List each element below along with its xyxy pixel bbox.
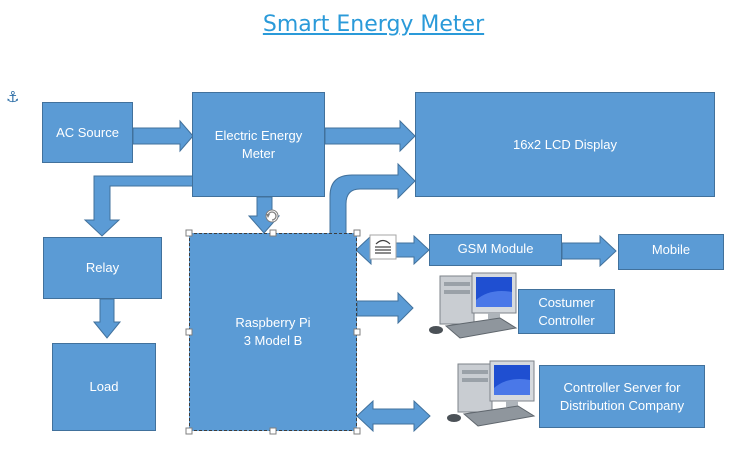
- anchor-icon[interactable]: ⚓: [6, 88, 20, 106]
- selection-handle: [185, 229, 193, 237]
- block-mobile[interactable]: Mobile: [618, 234, 724, 270]
- arrow-relay-to-load: [92, 298, 122, 339]
- arrow-gsm-to-mobile: [561, 234, 617, 268]
- arrow-pi-server: [356, 399, 431, 433]
- arrow-meter-to-relay: [83, 175, 194, 237]
- diagram-title: Smart Energy Meter: [262, 12, 485, 37]
- selection-handle: [353, 229, 361, 237]
- block-load[interactable]: Load: [52, 343, 156, 431]
- block-costumer-controller[interactable]: Costumer Controller: [518, 289, 615, 334]
- arrow-ac-to-meter: [132, 119, 194, 153]
- selection-handle: [185, 427, 193, 435]
- layout-options-icon: [369, 234, 397, 260]
- block-gsm-module[interactable]: GSM Module: [429, 234, 562, 266]
- arrow-pi-to-costumer: [356, 291, 414, 325]
- selection-handle: [269, 229, 277, 237]
- selection-handle: [185, 328, 193, 336]
- block-ac-source[interactable]: AC Source: [42, 102, 133, 163]
- block-lcd-display[interactable]: 16x2 LCD Display: [415, 92, 715, 197]
- rotate-handle-icon: [265, 209, 279, 223]
- selection-handle: [269, 427, 277, 435]
- block-relay[interactable]: Relay: [43, 237, 162, 299]
- block-controller-server[interactable]: Controller Server for Distribution Compa…: [539, 365, 705, 428]
- arrow-meter-to-lcd: [324, 119, 416, 153]
- block-energy-meter[interactable]: Electric Energy Meter: [192, 92, 325, 197]
- arrow-pi-to-lcd: [329, 162, 416, 235]
- arrow-meter-to-pi: [247, 196, 281, 234]
- selection-handle: [353, 328, 361, 336]
- selection-handle: [353, 427, 361, 435]
- desktop-computer-icon: [447, 360, 536, 427]
- desktop-computer-icon: [429, 272, 518, 339]
